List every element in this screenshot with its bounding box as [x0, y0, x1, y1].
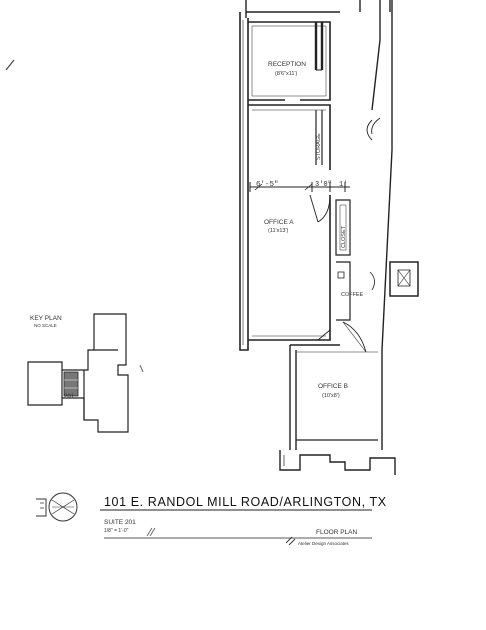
stray-mark: [139, 364, 144, 373]
room-label-reception: RECEPTION: [268, 61, 306, 68]
floor-plan: [239, 0, 419, 475]
room-label-office-b: OFFICE B: [318, 383, 348, 390]
room-dims-reception: (8'6"x11'): [275, 71, 297, 77]
designer-credit: Atelier Design Associates: [298, 541, 350, 546]
room-dims-office-a: (11'x13'): [268, 228, 289, 234]
scribble-mark: [146, 527, 156, 537]
key-plan: [27, 313, 129, 433]
key-plan-suite-label: 201: [64, 394, 75, 400]
key-plan-subtitle: NO SCALE: [34, 323, 57, 328]
dimension-label-1: 6'-5": [256, 181, 279, 189]
room-label-storage: STORAGE: [316, 133, 322, 160]
suite-label: SUITE 201: [104, 519, 136, 526]
room-label-office-a: OFFICE A: [264, 219, 294, 226]
room-dims-office-b: (10'x8'): [322, 393, 340, 399]
dimension-label-3: 1': [339, 181, 347, 189]
key-plan-title: KEY PLAN: [30, 315, 62, 322]
room-label-coffee: COFFEE: [341, 292, 364, 298]
stray-mark: [5, 59, 15, 71]
room-label-closet: CLOSET: [341, 225, 347, 248]
logo-mark: [36, 492, 78, 522]
project-address: 101 E. RANDOL MILL ROAD/ARLINGTON, TX: [104, 495, 387, 509]
scale-label: 1/8" = 1'-0": [104, 528, 129, 534]
dimension-label-2: 3'0": [315, 181, 332, 189]
sheet-title: FLOOR PLAN: [316, 529, 357, 536]
designer-logo-mark: [285, 536, 296, 546]
